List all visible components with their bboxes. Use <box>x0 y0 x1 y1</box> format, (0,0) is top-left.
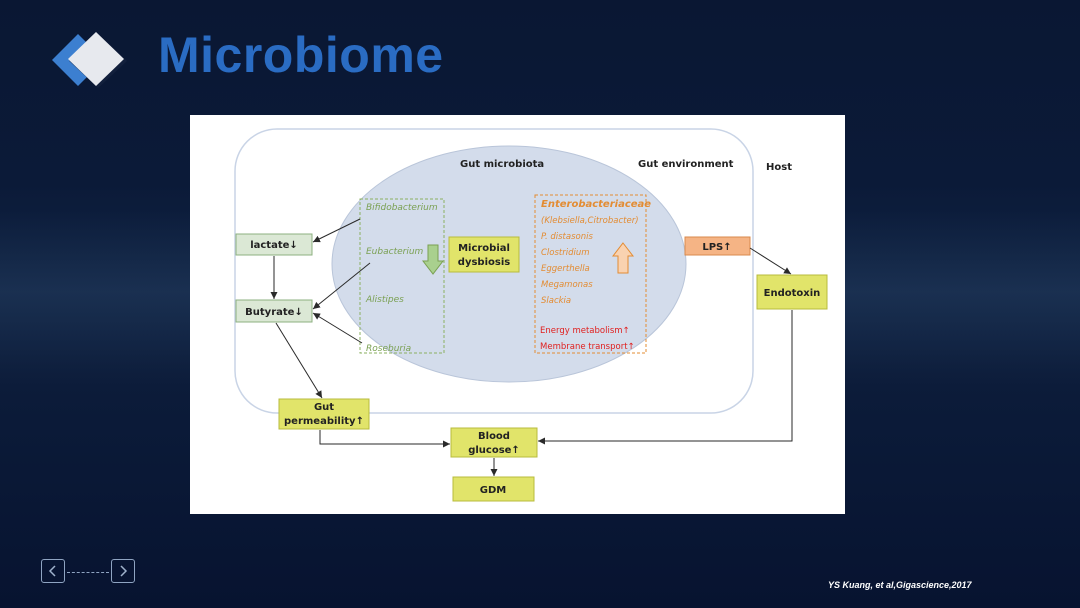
endotoxin-label: Endotoxin <box>764 288 821 299</box>
microbiome-diagram: Gut microbiota Gut environment Host Bifi… <box>190 115 845 514</box>
butyrate-label: Butyrate↓ <box>245 307 303 318</box>
endotoxin-box <box>756 274 828 310</box>
decrease-arrow-icon <box>421 244 445 275</box>
gut-microbiota-label: Gut microbiota <box>460 159 544 170</box>
gdm-box <box>452 476 535 502</box>
taxon-megamonas: Megamonas <box>541 280 593 290</box>
arrow-permeability-to-glucose <box>319 430 450 448</box>
microbial-dysbiosis-line2: dysbiosis <box>458 257 510 268</box>
increased-taxa-box <box>534 194 647 354</box>
chevron-left-icon <box>48 565 56 577</box>
lactate-box <box>235 233 313 256</box>
taxon-roseburia: Roseburia <box>366 344 411 354</box>
function-energy-metabolism: Energy metabolism↑ <box>540 326 630 336</box>
taxon-alistipes: Alistipes <box>365 295 404 305</box>
arrow-lps-to-endotoxin <box>749 247 792 275</box>
slide-navigation <box>41 559 141 587</box>
blood-glucose-line1: Blood <box>478 431 510 442</box>
taxon-slackia: Slackia <box>541 296 571 306</box>
blood-glucose-line2: glucose↑ <box>468 445 520 456</box>
taxon-p-distasonis: P. distasonis <box>541 232 593 242</box>
logo-diamond-icon <box>52 32 127 88</box>
arrow-roseburia-to-butyrate <box>312 312 363 344</box>
increase-arrow-icon <box>611 242 635 274</box>
taxon-eggerthella: Eggerthella <box>541 264 590 274</box>
chevron-right-icon <box>120 565 128 577</box>
gut-permeability-line2: permeability↑ <box>284 416 364 427</box>
citation-text: YS Kuang, et al,Gigascience,2017 <box>828 580 972 590</box>
host-label: Host <box>766 162 792 173</box>
taxon-eubacterium: Eubacterium <box>366 247 424 257</box>
arrow-butyrate-to-permeability <box>275 322 323 399</box>
taxon-enterobacteriaceae-members: (Klebsiella,Citrobacter) <box>541 216 639 226</box>
taxon-bifidobacterium: Bifidobacterium <box>366 203 438 213</box>
function-membrane-transport: Membrane transport↑ <box>540 342 635 352</box>
lps-label: LPS↑ <box>702 242 731 253</box>
taxon-enterobacteriaceae: Enterobacteriaceae <box>541 199 651 210</box>
blood-glucose-box <box>450 427 538 458</box>
slide-title: Microbiome <box>158 27 444 83</box>
gut-permeability-box <box>278 398 370 430</box>
lps-box <box>684 236 751 256</box>
gut-permeability-line1: Gut <box>314 402 334 413</box>
decreased-taxa-box <box>359 198 445 354</box>
arrow-eubacterium-to-butyrate <box>312 262 371 310</box>
arrow-bifidobacterium-to-lactate <box>312 218 361 243</box>
taxon-clostridium: Clostridium <box>541 248 590 258</box>
nav-dashed-line <box>67 572 109 573</box>
microbial-dysbiosis-box <box>448 236 520 273</box>
butyrate-box <box>235 299 313 323</box>
microbial-dysbiosis-line1: Microbial <box>458 243 510 254</box>
prev-slide-button[interactable] <box>41 559 65 583</box>
lactate-label: lactate↓ <box>250 240 298 251</box>
arrow-endotoxin-to-glucose <box>538 310 793 445</box>
next-slide-button[interactable] <box>111 559 135 583</box>
gdm-label: GDM <box>480 485 507 496</box>
gut-environment-label: Gut environment <box>638 159 734 170</box>
